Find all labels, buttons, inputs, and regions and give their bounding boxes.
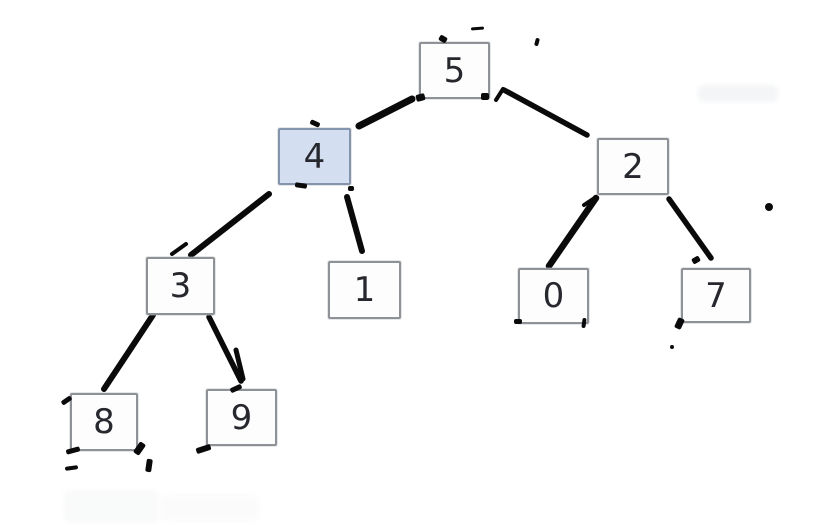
faint-smudge — [698, 85, 778, 102]
edge-2-to-7 — [666, 196, 714, 261]
stray-ink-mark — [65, 446, 81, 455]
stray-ink-mark — [765, 203, 773, 211]
node-value-5: 5 — [443, 50, 466, 91]
stray-ink-mark — [691, 255, 701, 265]
tree-node-1: 1 — [328, 261, 401, 319]
stray-ink-mark — [670, 345, 674, 349]
edge-ink-stroke — [582, 195, 598, 207]
node-value-3: 3 — [169, 266, 192, 306]
tree-node-8: 8 — [70, 393, 138, 451]
stray-ink-mark — [195, 443, 212, 455]
stray-ink-mark — [309, 119, 321, 128]
tree-node-2: 2 — [597, 138, 669, 195]
tree-node-4: 4 — [278, 128, 351, 185]
edge-4-to-1 — [344, 194, 365, 254]
edge-3-to-8 — [101, 312, 156, 392]
stray-ink-mark — [415, 92, 426, 103]
tree-node-3: 3 — [146, 257, 215, 315]
tree-node-0: 0 — [518, 268, 589, 324]
node-value-9: 9 — [230, 397, 253, 438]
edge-5-to-4 — [355, 95, 416, 130]
node-value-7: 7 — [705, 275, 727, 316]
node-value-8: 8 — [93, 402, 115, 442]
tree-node-9: 9 — [206, 389, 277, 446]
edge-ink-stroke — [170, 242, 188, 256]
stray-ink-mark — [294, 182, 308, 189]
tree-node-5: 5 — [419, 42, 490, 99]
edge-3-to-9 — [206, 314, 244, 384]
faint-smudge — [64, 490, 159, 523]
stray-ink-mark — [674, 317, 685, 330]
stray-ink-mark — [64, 465, 79, 471]
node-value-4: 4 — [303, 136, 326, 177]
stray-ink-mark — [470, 26, 485, 31]
stray-ink-mark — [534, 37, 540, 47]
edge-ink-stroke — [494, 87, 505, 102]
node-value-2: 2 — [622, 146, 644, 187]
node-value-0: 0 — [542, 276, 565, 316]
stray-ink-mark — [481, 93, 489, 100]
stray-ink-mark — [348, 186, 354, 191]
node-value-1: 1 — [353, 270, 376, 310]
edge-2-to-0 — [545, 194, 600, 270]
stray-ink-mark — [581, 317, 587, 329]
edge-ink-stroke — [233, 347, 246, 382]
stray-ink-mark — [514, 319, 522, 324]
tree-node-7: 7 — [681, 268, 751, 323]
edge-4-to-3 — [188, 191, 272, 258]
faint-smudge — [160, 494, 260, 522]
stray-ink-mark — [145, 458, 153, 473]
edge-5-to-2 — [501, 87, 590, 138]
